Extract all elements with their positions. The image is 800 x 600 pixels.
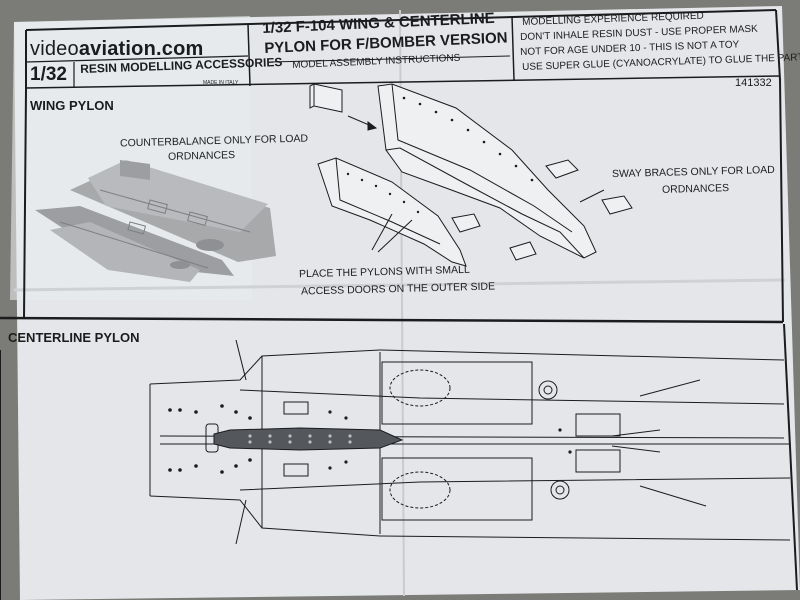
rivet-dots [346, 96, 534, 214]
centerline-section-frame [0, 323, 798, 600]
centerline-fuselage-drawing [149, 339, 791, 545]
made-in-label: MADE IN ITALY [203, 80, 239, 86]
counterbalance-note-line-2: ORDNANCES [167, 149, 236, 163]
centerline-pylon-heading: CENTERLINE PYLON [8, 330, 140, 345]
horizontal-fold [13, 278, 786, 292]
wing-pylon-heading: WING PYLON [30, 98, 114, 113]
sway-braces-note-line-2: ORDNANCES [661, 182, 730, 196]
brand-name: videoaviation.com [30, 38, 204, 60]
fuselage-access-dots [168, 404, 572, 474]
centerline-pylon-part [213, 427, 404, 451]
product-code: 141332 [735, 77, 772, 89]
scale-label: 1/32 [30, 64, 67, 85]
resin-pylon-photo [35, 160, 276, 282]
wing-section-frame [0, 77, 784, 324]
wing-pylon-drawing [309, 83, 633, 267]
header-frame [25, 9, 781, 90]
